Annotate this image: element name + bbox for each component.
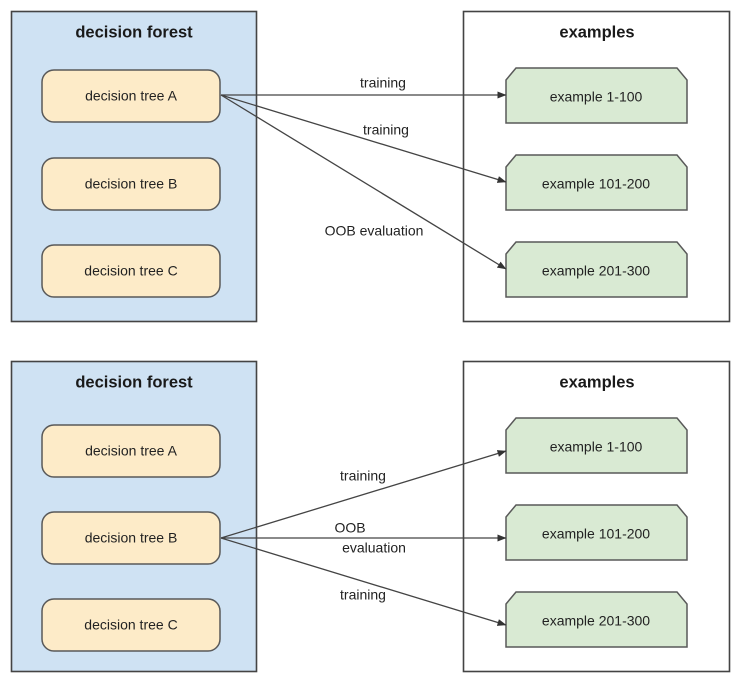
examples-title-2: examples <box>559 373 634 391</box>
tree-node-b-2-label: decision tree B <box>85 530 178 546</box>
example-node-1-2-box[interactable] <box>505 417 688 474</box>
example-node-1-2[interactable]: example 1-100 <box>505 417 688 474</box>
tree-node-a-2-box[interactable] <box>41 424 221 478</box>
tree-node-b-2[interactable]: decision tree B <box>41 511 221 565</box>
edge-label-oob-line2: evaluation <box>342 540 406 556</box>
tree-node-c-2-box[interactable] <box>41 598 221 652</box>
example-node-1-2-label: example 1-100 <box>550 439 643 455</box>
tree-node-c-2-label: decision tree C <box>84 617 177 633</box>
tree-node-a-2[interactable]: decision tree A <box>41 424 221 478</box>
examples-title: examples <box>559 23 634 41</box>
panel-top-examples: examples example 1-100 example 101-200 e… <box>462 10 731 323</box>
edge-label-training-2: training <box>363 122 409 138</box>
edge-label-training-1: training <box>360 75 406 91</box>
edge-tree-a-to-example-2 <box>220 94 507 183</box>
panel-top-edges: training training OOB evaluation <box>220 75 507 270</box>
decision-forest-title-2: decision forest <box>75 373 193 391</box>
example-node-3-box[interactable] <box>505 241 688 298</box>
edge-label-oob-line1: OOB <box>334 520 365 536</box>
edge-tree-b-to-example-1 <box>220 450 507 539</box>
tree-node-b-2-box[interactable] <box>41 511 221 565</box>
edge-tree-a-to-example-3 <box>220 94 507 270</box>
tree-node-a[interactable]: decision tree A <box>41 69 221 123</box>
tree-node-a-label: decision tree A <box>85 88 177 104</box>
example-node-2-label: example 101-200 <box>542 176 650 192</box>
example-node-1[interactable]: example 1-100 <box>505 67 688 124</box>
panel-bottom-edges: training OOB evaluation training <box>220 450 507 626</box>
panel-bottom: decision forest decision tree A decision… <box>10 360 731 673</box>
edge-tree-b-to-example-3 <box>220 537 507 626</box>
decision-forest-title: decision forest <box>75 23 193 41</box>
example-node-3-2-label: example 201-300 <box>542 613 650 629</box>
tree-node-c[interactable]: decision tree C <box>41 244 221 298</box>
example-node-2-2-box[interactable] <box>505 504 688 561</box>
example-node-2-2-label: example 101-200 <box>542 526 650 542</box>
panel-top-decision-forest: decision forest decision tree A decision… <box>10 10 258 323</box>
example-node-3[interactable]: example 201-300 <box>505 241 688 298</box>
tree-node-a-2-label: decision tree A <box>85 443 177 459</box>
tree-node-b-box[interactable] <box>41 157 221 211</box>
example-node-1-label: example 1-100 <box>550 89 643 105</box>
edge-label-training-4: training <box>340 587 386 603</box>
example-node-1-box[interactable] <box>505 67 688 124</box>
tree-node-b[interactable]: decision tree B <box>41 157 221 211</box>
example-node-3-2-box[interactable] <box>505 591 688 648</box>
panel-bottom-examples: examples example 1-100 example 101-200 e… <box>462 360 731 673</box>
edge-label-oob-evaluation: OOB evaluation <box>325 223 424 239</box>
example-node-2-2[interactable]: example 101-200 <box>505 504 688 561</box>
tree-node-c-label: decision tree C <box>84 263 177 279</box>
tree-node-c-box[interactable] <box>41 244 221 298</box>
example-node-3-label: example 201-300 <box>542 263 650 279</box>
edge-label-training-3: training <box>340 468 386 484</box>
tree-node-c-2[interactable]: decision tree C <box>41 598 221 652</box>
example-node-2[interactable]: example 101-200 <box>505 154 688 211</box>
example-node-3-2[interactable]: example 201-300 <box>505 591 688 648</box>
panel-bottom-decision-forest: decision forest decision tree A decision… <box>10 360 258 673</box>
panel-top: decision forest decision tree A decision… <box>10 10 731 323</box>
tree-node-a-box[interactable] <box>41 69 221 123</box>
example-node-2-box[interactable] <box>505 154 688 211</box>
tree-node-b-label: decision tree B <box>85 176 178 192</box>
